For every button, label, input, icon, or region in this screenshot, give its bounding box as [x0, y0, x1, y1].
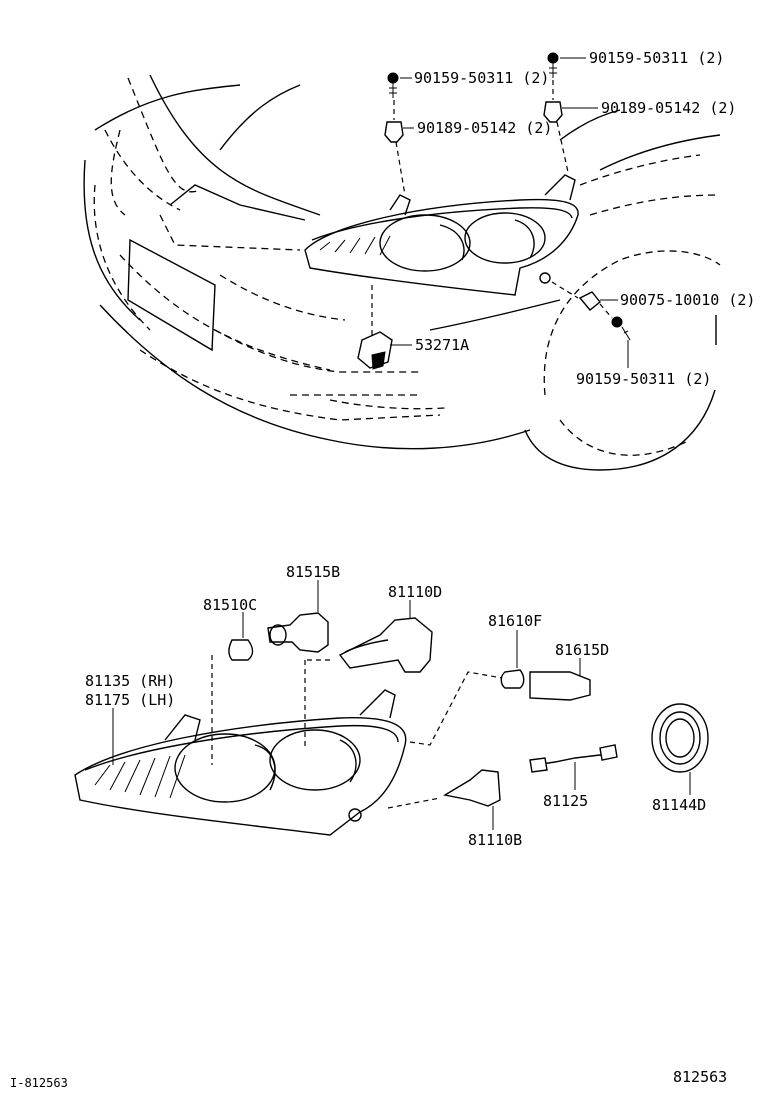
label-nut-side: 90075-10010 (2) [620, 291, 755, 309]
headlamp-upper [304, 174, 579, 296]
label-bolt-side: 90159-50311 (2) [576, 370, 711, 388]
label-bulb-socket-b: 81515B [286, 563, 340, 581]
label-bulb-f: 81610F [488, 612, 542, 630]
vehicle-front-outline [83, 74, 721, 471]
label-socket-d: 81615D [555, 641, 609, 659]
diagram-id-right: 812563 [673, 1068, 727, 1086]
part-labels: 90159-50311 (2) 90189-05142 (2) 90159-50… [10, 49, 755, 1090]
label-bolt-top-left: 90159-50311 (2) [414, 69, 549, 87]
label-headlamp-rh: 81135 (RH) [85, 672, 175, 690]
label-cover: 81144D [652, 796, 706, 814]
label-clip-top-right: 90189-05142 (2) [601, 99, 736, 117]
fasteners-top [357, 52, 631, 370]
label-clip-top-left: 90189-05142 (2) [417, 119, 552, 137]
leader-lines-upper [390, 57, 629, 368]
label-bolt-top-right: 90159-50311 (2) [589, 49, 724, 67]
bulbs-lower [228, 612, 709, 807]
label-headlamp-lh: 81175 (LH) [85, 691, 175, 709]
headlamp-lower [74, 689, 407, 836]
label-bracket: 53271A [415, 336, 469, 354]
leader-lines-lower [112, 580, 691, 830]
label-wire: 81125 [543, 792, 588, 810]
label-bulb-b: 81110B [468, 831, 522, 849]
label-bulb-d: 81110D [388, 583, 442, 601]
diagram-id-left: I-812563 [10, 1076, 68, 1090]
label-bulb-c: 81510C [203, 596, 257, 614]
